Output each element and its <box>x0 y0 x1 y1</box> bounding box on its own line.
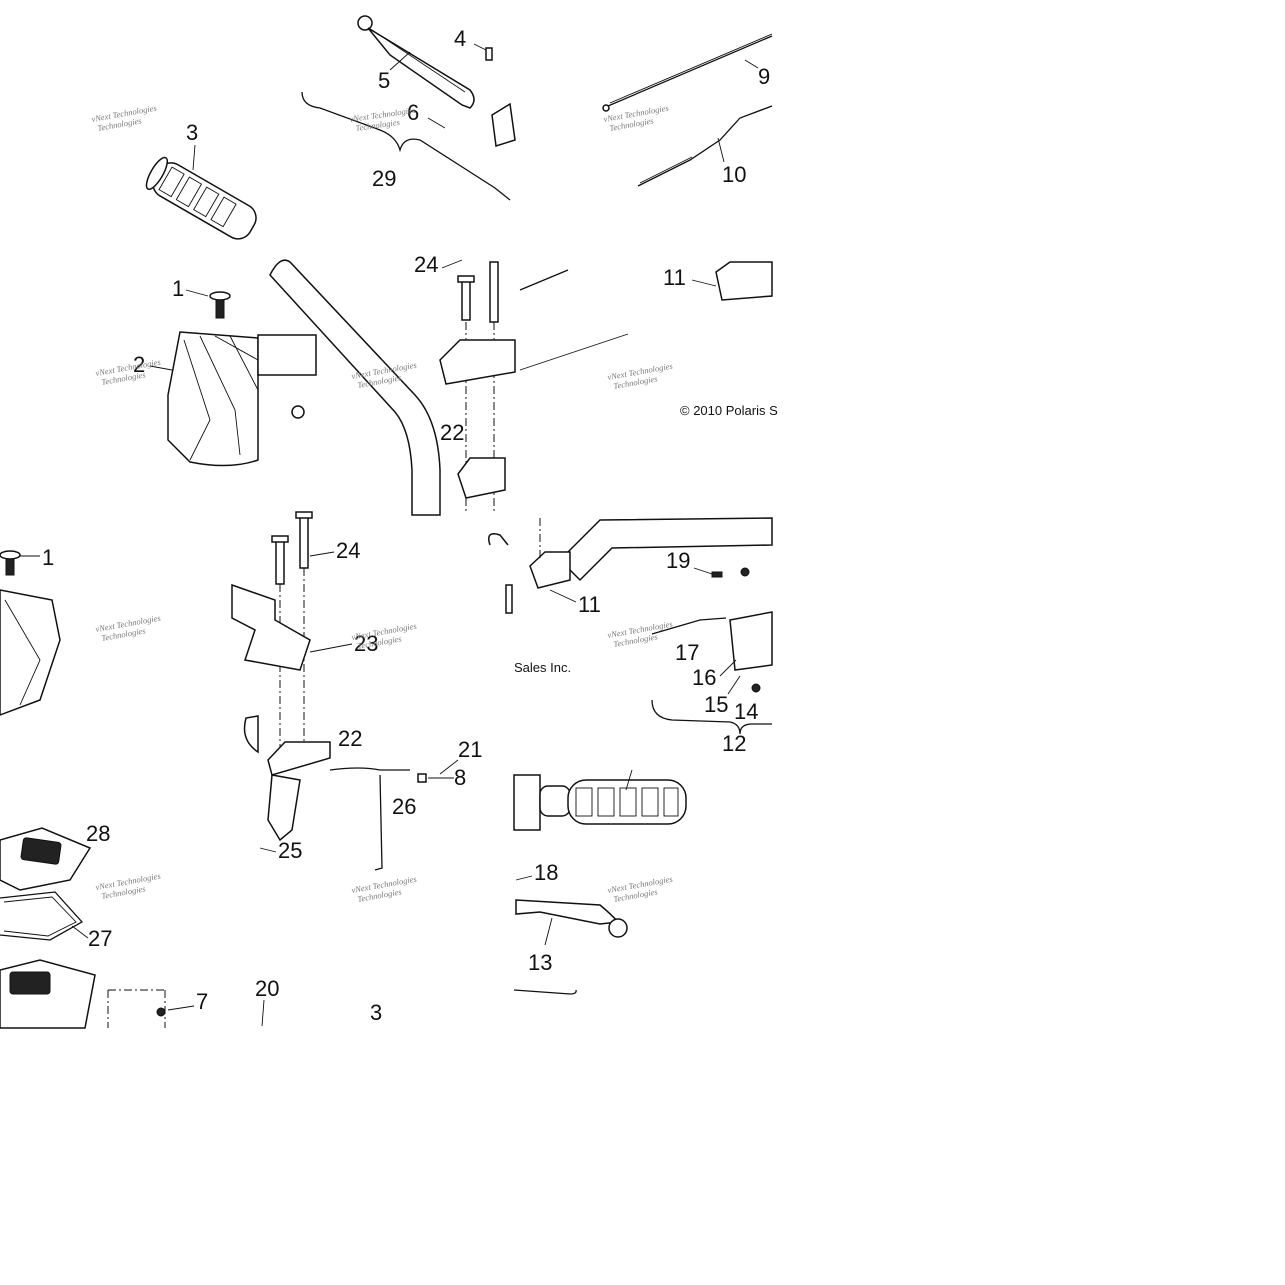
mount-clamp <box>715 261 773 301</box>
callout-17: 17 <box>675 640 699 665</box>
throttle-cable <box>607 35 773 107</box>
copyright-text: Sales Inc. <box>514 660 571 675</box>
tile-bracket: 24 23 22 21 8 26 25 vNext Technologies T… <box>231 511 482 904</box>
choke-cable <box>637 105 773 187</box>
mount-bracket <box>231 583 311 671</box>
handlebar-grip <box>145 156 257 240</box>
tile-lever: 4 5 6 29 vNext Technologies Technologies <box>301 15 516 201</box>
tile-bottom-labels: 20 3 <box>255 976 382 1027</box>
callout-1: 1 <box>42 545 54 570</box>
tile-right-grip: 18 13 vNext Technologies Technologies <box>513 769 687 995</box>
callout-15: 15 <box>704 692 728 717</box>
pin <box>485 47 493 61</box>
callout-2: 2 <box>133 352 145 377</box>
callout-22: 22 <box>338 726 362 751</box>
tile-handlebar-cover: 1 2 vNext Technologies Technologies <box>95 276 259 467</box>
callout-24: 24 <box>414 252 438 277</box>
upper-clamp <box>439 339 516 385</box>
lever-bracket <box>491 102 516 147</box>
bolt <box>299 515 309 569</box>
callout-9: 9 <box>758 64 770 89</box>
brake-lever <box>515 899 620 925</box>
handlebar-grip <box>539 779 687 825</box>
tile-cover-detail: 1 vNext Technologies Technologies <box>0 545 162 716</box>
callout-12: 12 <box>722 731 746 756</box>
callout-1: 1 <box>172 276 184 301</box>
callout-24: 24 <box>336 538 360 563</box>
bracket-12 <box>651 699 772 735</box>
lower-clamp <box>457 457 506 499</box>
callout-26: 26 <box>392 794 416 819</box>
callout-8: 8 <box>454 765 466 790</box>
cap-gasket <box>0 891 84 941</box>
callout-14: 14 <box>734 699 758 724</box>
switch-housing <box>257 334 317 376</box>
tile-cables: 9 10 vNext Technologies Technologies <box>602 33 773 187</box>
leader-line <box>192 144 196 171</box>
bolt <box>275 539 285 585</box>
callout-21: 21 <box>458 737 482 762</box>
callout-3: 3 <box>186 120 198 145</box>
brake-housing <box>267 774 301 842</box>
callout-13: 13 <box>528 950 552 975</box>
callout-29: 29 <box>372 166 396 191</box>
switch-housing <box>729 611 773 671</box>
callout-3: 3 <box>370 1000 382 1025</box>
brake-lever <box>367 27 475 109</box>
callout-11: 11 <box>578 592 601 617</box>
handlebar-cover <box>167 331 259 467</box>
screw <box>215 299 225 319</box>
copyright-text: © 2010 Polaris S <box>680 403 778 418</box>
lever-ball-end <box>608 918 628 938</box>
callout-16: 16 <box>692 665 716 690</box>
callout-20: 20 <box>255 976 279 1001</box>
callout-23: 23 <box>354 631 378 656</box>
lever-ball-end <box>357 15 373 31</box>
callout-18: 18 <box>534 860 558 885</box>
bracket-29 <box>301 91 511 201</box>
callout-25: 25 <box>278 838 302 863</box>
callout-5: 5 <box>378 68 390 93</box>
tile-master-cylinder: 28 27 7 vNext Technologies Technologies <box>0 821 208 1029</box>
tile-handlebar: 24 22 vNext Technologies Technologies <box>257 252 516 516</box>
callout-7: 7 <box>196 989 208 1014</box>
mount-clamp <box>529 551 571 589</box>
callout-4: 4 <box>454 26 466 51</box>
callout-11: 11 <box>663 265 686 290</box>
callout-22: 22 <box>440 420 464 445</box>
callout-27: 27 <box>88 926 112 951</box>
handlebar-cover <box>0 589 61 716</box>
bolt <box>461 279 471 321</box>
tile-grip: vNext Technologies Technologies 3 <box>91 103 257 240</box>
callout-6: 6 <box>407 100 419 125</box>
bracket-26 <box>374 774 383 871</box>
bolt <box>489 261 499 323</box>
tile-switch-assembly: 11 19 17 16 15 14 12 Sales Inc. vNext Te… <box>488 517 773 756</box>
lower-clamp <box>267 741 331 776</box>
callout-10: 10 <box>722 162 746 187</box>
callout-28: 28 <box>86 821 110 846</box>
handlebar-section <box>558 517 773 582</box>
handlebar <box>269 259 441 516</box>
callout-19: 19 <box>666 548 690 573</box>
tile-clamp-copyright: 11 © 2010 Polaris S vNext Technologies T… <box>519 261 778 418</box>
